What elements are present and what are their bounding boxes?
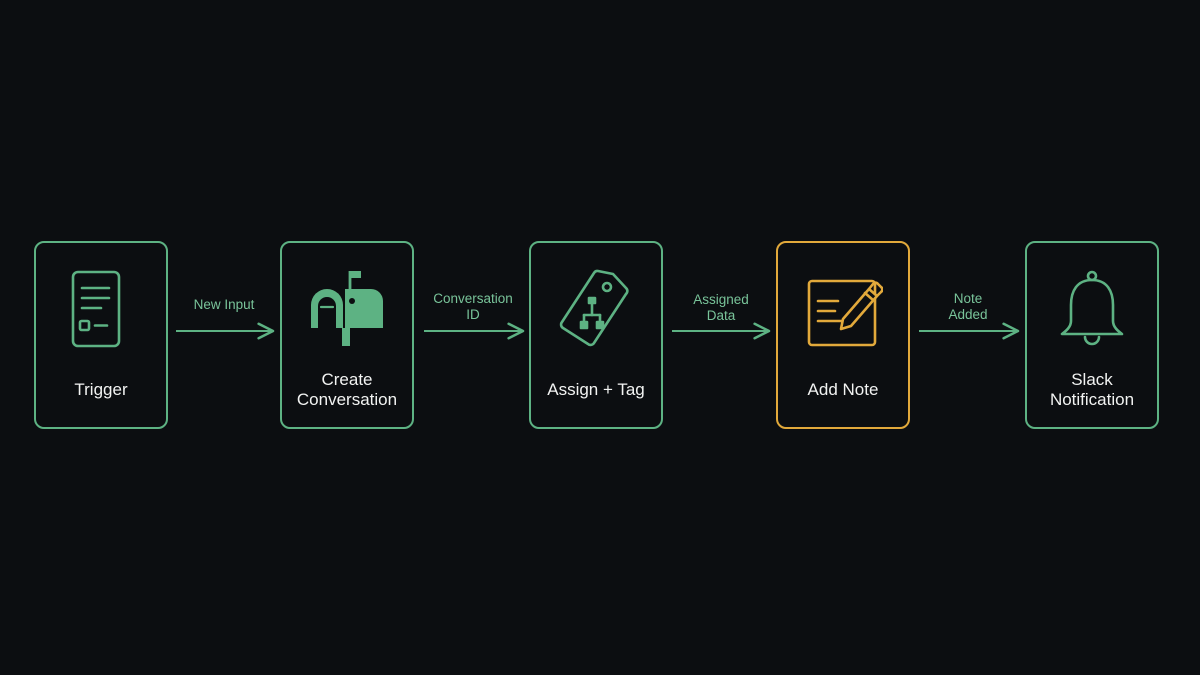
edge-label-1: New Input: [193, 297, 255, 312]
node-label-trigger: Trigger: [74, 380, 128, 399]
node-add-note[interactable]: Add Note: [776, 241, 910, 429]
node-label-add-note: Add Note: [807, 380, 879, 399]
edge-label-2: Conversation ID: [433, 291, 513, 322]
node-create-conversation[interactable]: Create Conversation: [280, 241, 414, 429]
document-list-icon: [61, 267, 141, 351]
edge-label-3: Assigned Data: [693, 292, 749, 323]
node-assign-tag[interactable]: Assign + Tag: [529, 241, 663, 429]
node-label-slack-notification: Slack Notification: [1049, 370, 1135, 409]
node-label-assign-tag: Assign + Tag: [547, 380, 645, 399]
mailbox-icon: [307, 267, 387, 351]
node-slack-notification[interactable]: Slack Notification: [1025, 241, 1159, 429]
tag-hierarchy-icon: [556, 267, 636, 351]
bell-icon: [1052, 267, 1132, 351]
node-label-create-conversation: Create Conversation: [296, 370, 398, 409]
edge-label-4: Note Added: [948, 291, 988, 322]
note-pencil-icon: [803, 267, 883, 351]
node-trigger[interactable]: Trigger: [34, 241, 168, 429]
